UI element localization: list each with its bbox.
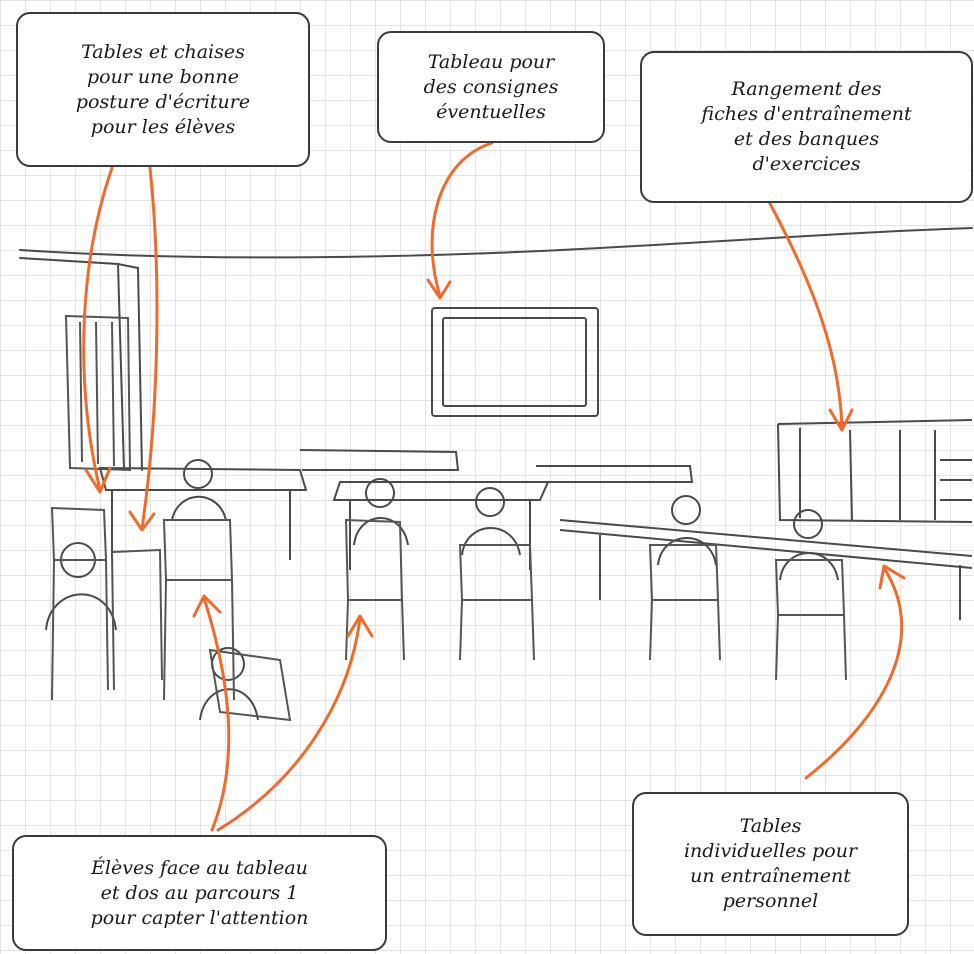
storage-unit	[777, 419, 973, 523]
arrow-board	[430, 141, 494, 298]
callout-facing-board: Élèves face au tableau et dos au parcour…	[12, 835, 387, 951]
blackboard	[431, 307, 599, 417]
room-outline	[19, 227, 973, 471]
arrow-facing-2	[216, 616, 362, 832]
callout-individual-tables: Tables individuelles pour un entraînemen…	[632, 792, 909, 936]
callout-board: Tableau pour des consignes éventuelles	[377, 31, 605, 143]
left-cabinet	[64, 314, 132, 472]
arrow-facing-1	[202, 596, 231, 832]
annotation-arrows	[82, 141, 906, 832]
arrow-storage	[764, 194, 844, 432]
callout-tables-chairs: Tables et chaises pour une bonne posture…	[16, 12, 310, 167]
arrow-tables-2	[140, 166, 159, 530]
callout-storage: Rangement des fiches d'entraînement et d…	[640, 51, 973, 203]
arrow-tables-1	[82, 166, 114, 492]
arrow-indiv	[804, 566, 904, 780]
desks	[98, 449, 973, 620]
chairs	[50, 506, 847, 722]
